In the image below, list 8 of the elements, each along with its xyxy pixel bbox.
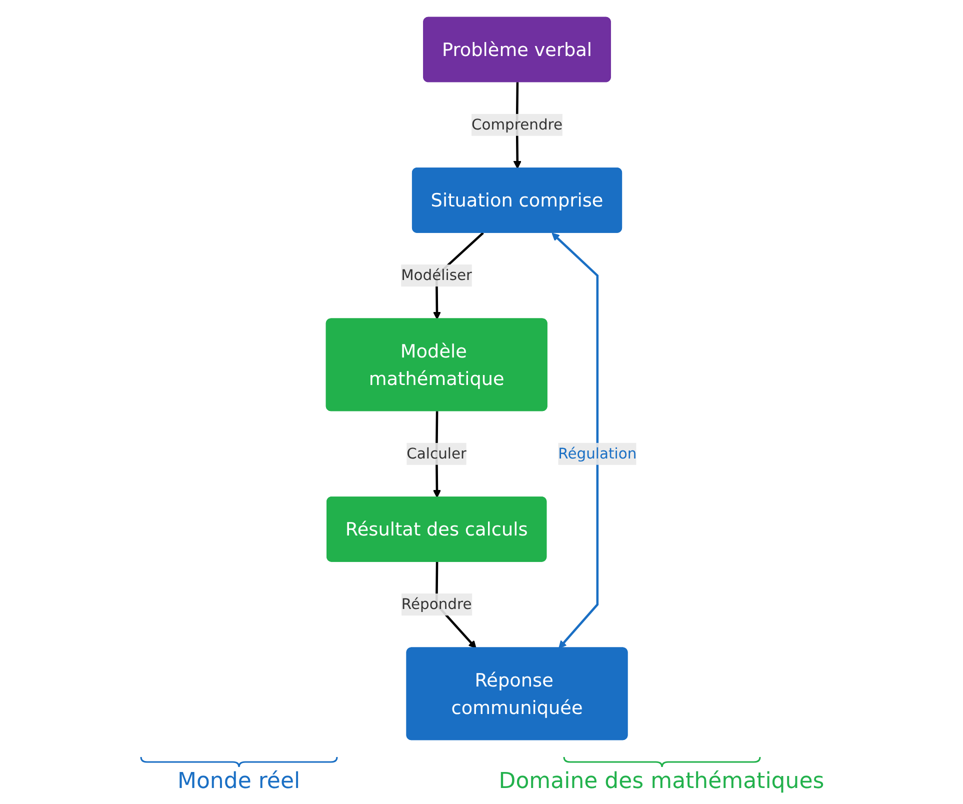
edge-label: Répondre bbox=[401, 595, 472, 613]
edge-label: Calculer bbox=[406, 444, 467, 462]
group-caption: Monde réel bbox=[177, 769, 300, 794]
arrow bbox=[552, 232, 599, 649]
edge-label: Comprendre bbox=[471, 116, 563, 134]
group-caption: Domaine des mathématiques bbox=[498, 769, 824, 794]
edge-label: Régulation bbox=[558, 444, 637, 462]
edge-label: Modéliser bbox=[401, 266, 472, 284]
